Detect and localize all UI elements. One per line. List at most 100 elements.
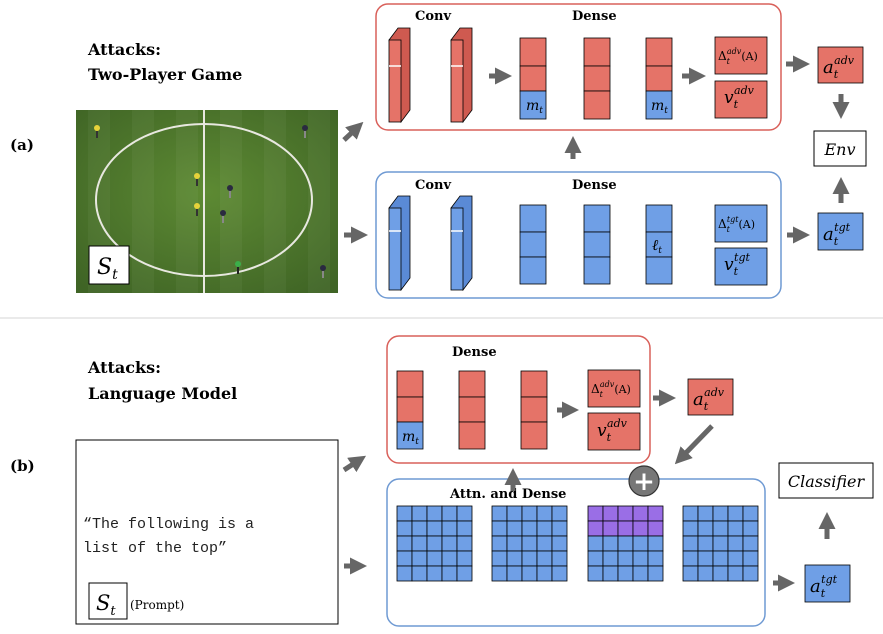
svg-text:attgt: attgt — [823, 221, 851, 248]
attention-cell — [536, 535, 553, 552]
svg-text:attgt: attgt — [810, 573, 838, 600]
attention-cell — [551, 535, 568, 552]
prompt-line1: “The following is a — [83, 516, 254, 533]
adv-action-box-b — [687, 378, 734, 416]
svg-text:Δttgt(A): Δttgt(A) — [718, 215, 755, 234]
adv-mask-sub-b: t — [415, 437, 419, 447]
attention-cell — [411, 565, 428, 582]
adv-dense-col-3-b — [520, 370, 548, 450]
svg-text:mt: mt — [402, 429, 419, 447]
tgt-action-box-a — [817, 212, 864, 251]
attention-cell — [441, 535, 458, 552]
tgt-dense-col-2-a — [583, 204, 611, 285]
svg-text:atadv: atadv — [823, 54, 855, 81]
adv-head-top-b — [587, 369, 641, 408]
attention-cell — [587, 535, 604, 552]
attention-cell — [587, 565, 604, 582]
attention-cell — [411, 550, 428, 567]
svg-text:Δtadv(A): Δtadv(A) — [591, 380, 631, 399]
svg-text:mt: mt — [651, 98, 668, 116]
attention-cell — [491, 565, 508, 582]
classifier-box — [778, 462, 874, 499]
attention-cell — [456, 535, 473, 552]
attention-cell — [396, 535, 413, 552]
adv-mask-var-a2: m — [651, 98, 664, 114]
attention-cell — [697, 550, 714, 567]
attention-cell — [441, 565, 458, 582]
attention-cell — [441, 520, 458, 537]
plus-icon: + — [628, 465, 660, 497]
attention-cell — [647, 565, 664, 582]
env-box — [813, 130, 867, 167]
attention-cell — [632, 520, 649, 537]
arrows-a — [342, 55, 850, 244]
adv-head-bottom-a — [714, 80, 768, 119]
attention-cell — [712, 565, 729, 582]
attention-cell — [602, 520, 619, 537]
attention-cell — [396, 505, 413, 522]
adv-mask-var-b: m — [402, 429, 415, 445]
attention-cell — [602, 535, 619, 552]
attention-grid-3 — [587, 505, 664, 582]
svg-text:St: St — [97, 255, 118, 283]
attention-cell — [396, 520, 413, 537]
adv-dense-col-2-a — [583, 37, 611, 120]
tgt-conv-label-a: Conv — [415, 178, 451, 193]
attention-cell — [587, 505, 604, 522]
adv-dense-col-1-a — [519, 37, 547, 120]
attention-cell — [426, 565, 443, 582]
tgt-conv-block-2-a — [450, 195, 473, 292]
state-symbol-a: S — [97, 255, 112, 280]
attention-cell — [742, 520, 759, 537]
attention-cell — [456, 565, 473, 582]
prompt-line2: list of the top” — [83, 540, 227, 557]
state-box-a — [88, 245, 130, 285]
adv-dense-col-3-a — [645, 37, 673, 120]
state-symbol-b: S — [96, 591, 110, 615]
attention-cell — [506, 520, 523, 537]
attention-cell — [682, 520, 699, 537]
svg-text:mt: mt — [526, 98, 543, 116]
attention-grid-1 — [396, 505, 473, 582]
attention-cell — [536, 565, 553, 582]
state-sub-b: t — [110, 604, 116, 619]
state-box-b — [88, 582, 128, 620]
attention-cell — [727, 505, 744, 522]
classifier-label: Classifier — [788, 472, 866, 491]
attention-cell — [727, 520, 744, 537]
adv-dense-col-1-b — [396, 370, 424, 450]
attention-cell — [396, 550, 413, 567]
adv-mask-sub-a2: t — [664, 106, 668, 116]
attention-cell — [506, 505, 523, 522]
adv-head-bottom-b — [587, 412, 641, 451]
state-sub-a: t — [112, 267, 118, 283]
attention-cell — [617, 535, 634, 552]
attention-cell — [632, 550, 649, 567]
attention-cell — [506, 550, 523, 567]
attention-cell — [697, 505, 714, 522]
adv-mask-sub-a: t — [539, 106, 543, 116]
attention-cell — [697, 535, 714, 552]
attention-cell — [456, 550, 473, 567]
adv-dense-label-a: Dense — [572, 9, 617, 24]
attention-cell — [521, 565, 538, 582]
attention-grid-2 — [491, 505, 568, 582]
attention-cell — [426, 505, 443, 522]
attention-cell — [587, 520, 604, 537]
attention-cell — [536, 550, 553, 567]
panel-b-title-line2: Language Model — [88, 384, 237, 403]
env-label: Env — [823, 140, 855, 159]
attention-cell — [647, 535, 664, 552]
attention-cell — [491, 535, 508, 552]
attention-cell — [411, 505, 428, 522]
attention-cell — [632, 505, 649, 522]
panel-b-title-line1: Attacks: — [87, 358, 161, 377]
svg-text:vtadv: vtadv — [724, 84, 755, 111]
tgt-head-top-a — [714, 204, 768, 243]
adv-dense-col-2-b — [458, 370, 486, 450]
attention-cell — [441, 505, 458, 522]
attention-cell — [617, 550, 634, 567]
attention-cell — [727, 565, 744, 582]
svg-text:atadv: atadv — [693, 386, 725, 413]
attention-cell — [617, 565, 634, 582]
